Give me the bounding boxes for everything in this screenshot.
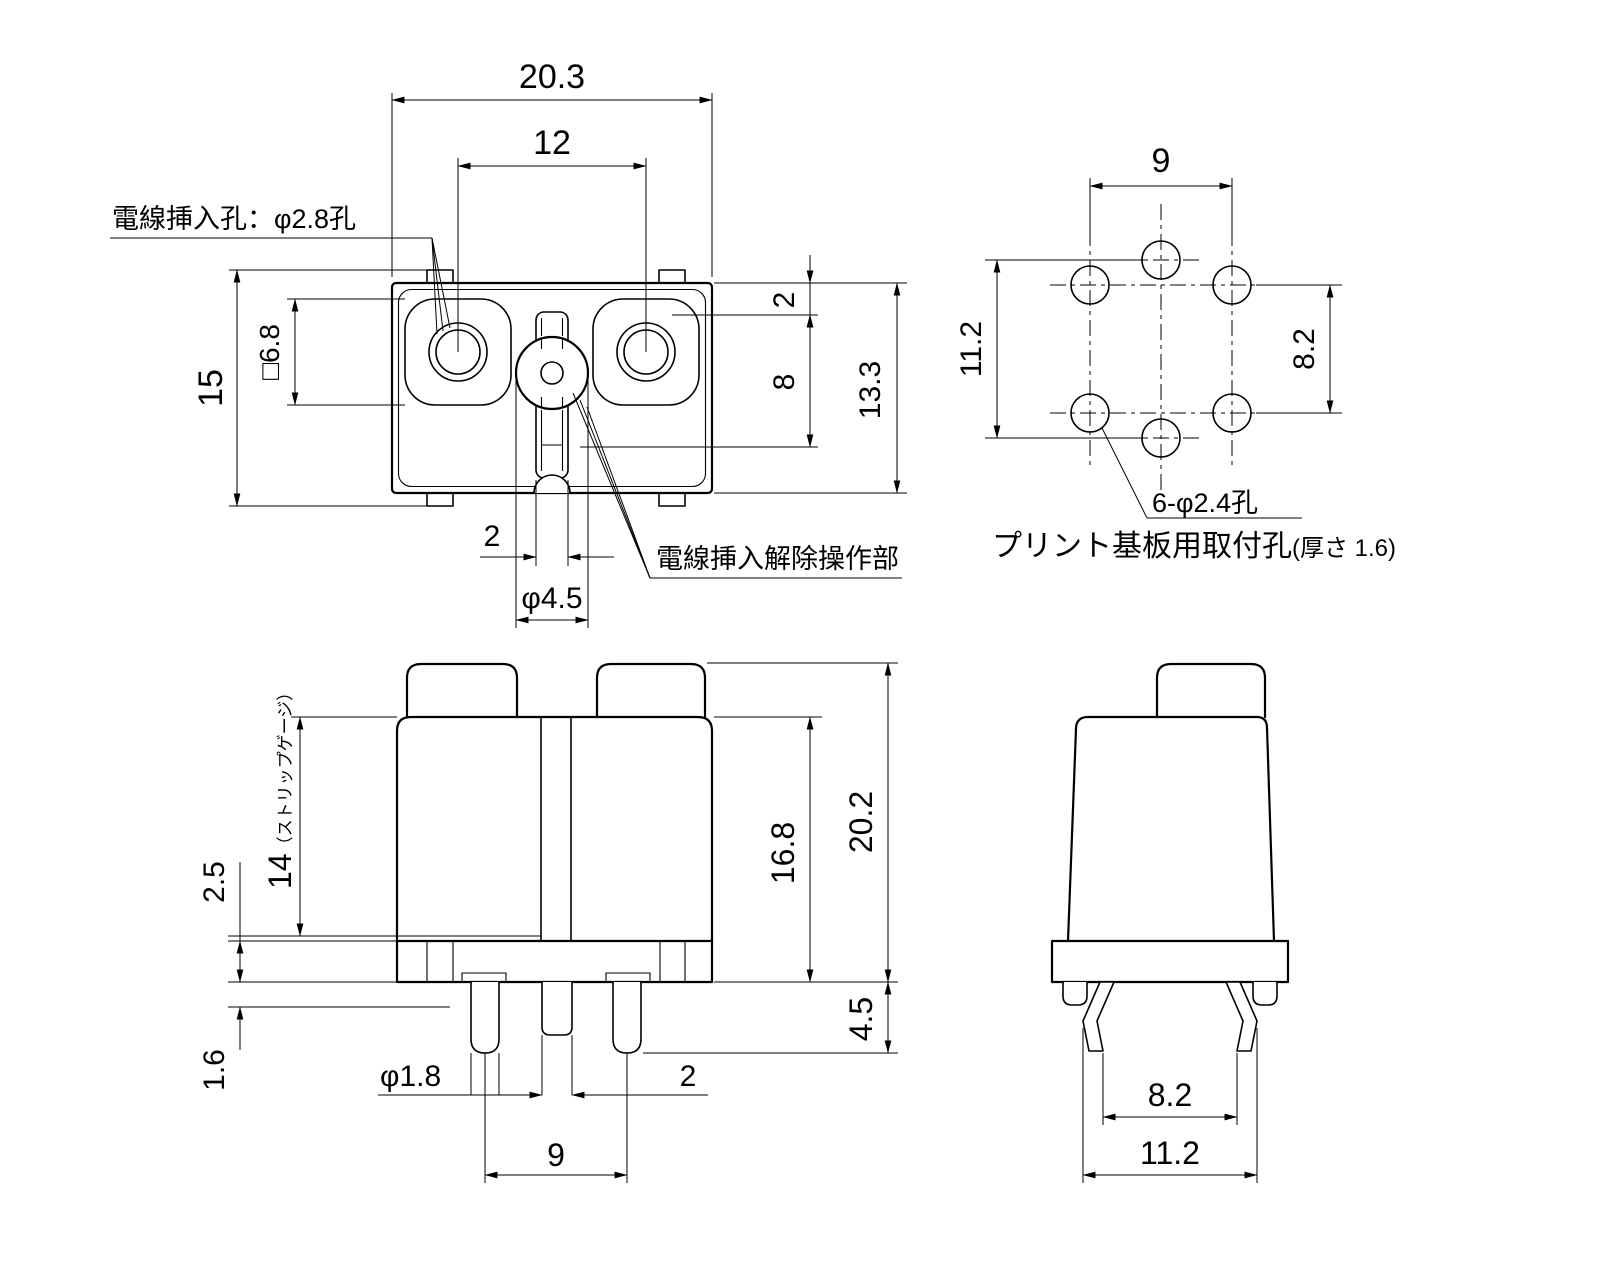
side-view: 8.2 11.2 [1050, 662, 1290, 1183]
dim-center-pin-width-label: 2 [680, 1060, 697, 1093]
dim-center-pin-width: 2 [571, 1060, 708, 1099]
pin-shoulder [605, 972, 651, 982]
pcb-caption-main: プリント基板用取付孔 [992, 530, 1292, 563]
release-callout: 電線挿入解除操作部 [572, 392, 902, 579]
side-cap [1155, 662, 1267, 719]
dim-release-dia: φ4.5 [515, 378, 589, 628]
side-foot-left [1062, 982, 1088, 1006]
front-pin-center [541, 982, 573, 1036]
strip-gauge-note: （ストリップゲージ） [276, 684, 295, 854]
wire-hole-callout: 電線挿入孔：φ2.8孔 [110, 204, 451, 335]
dim-overall-height-label: 15 [192, 369, 230, 407]
pcb-hole-note: 6-φ2.4孔 [1152, 488, 1258, 518]
dim-pin-dia: φ1.8 [378, 1060, 543, 1099]
dim-strip-gauge-label: 14（ストリップゲージ） [262, 684, 298, 889]
side-flange [1050, 939, 1290, 984]
pcb-hole [1070, 393, 1110, 433]
dim-pcb-pitch-x: 9 [1089, 142, 1233, 240]
dim-pcb-pitch-inner: 8.2 [1256, 284, 1342, 414]
dim-pin-length-label: 4.5 [843, 997, 879, 1041]
dim-pin-pitch-label: 9 [547, 1137, 565, 1173]
dim-pcb-pitch-x-label: 9 [1152, 142, 1171, 180]
dim-hole-span: 8 [580, 314, 818, 448]
dim-recess-size: □6.8 [254, 298, 405, 406]
dim-release-dia-label: φ4.5 [521, 582, 582, 615]
dim-pcb-pitch-outer: 11.2 [955, 259, 1148, 439]
dim-total-height: 20.2 [843, 662, 892, 983]
side-foot-right [1252, 982, 1278, 1006]
mount-tab [658, 491, 686, 507]
dim-pcb-pitch-inner-label: 8.2 [1288, 328, 1321, 370]
front-cap-right [595, 662, 707, 719]
pcb-hole-pattern: 9 11.2 8.2 6-φ2.4孔 プリント基板用取付孔(厚さ 1.6) [955, 142, 1396, 563]
dim-total-height-label: 20.2 [843, 791, 879, 853]
dim-overall-width-label: 20.3 [519, 58, 585, 96]
top-view-dimensions: 20.3 12 15 □6.8 2 [110, 58, 907, 628]
dim-flange-thickness: 2.5 [198, 861, 244, 983]
dim-pcb-pitch-outer-label: 11.2 [955, 321, 988, 377]
dim-board-thickness-label: 1.6 [198, 1049, 231, 1091]
pcb-hole [1070, 265, 1110, 305]
side-leg-right [1225, 981, 1258, 1052]
dim-slot-width-label: 2 [484, 520, 501, 553]
bottom-bump [533, 474, 571, 494]
pcb-hole-callout: 6-φ2.4孔 [1101, 427, 1302, 519]
side-body-outline [1066, 715, 1276, 943]
dim-front-body-height: 16.8 [765, 716, 814, 983]
release-button [514, 335, 590, 411]
dim-flange-thickness-label: 2.5 [198, 861, 231, 903]
leader-line [586, 406, 651, 579]
front-pin-left [470, 982, 500, 1054]
dim-pin-length: 4.5 [843, 981, 892, 1054]
leader-line [579, 399, 651, 579]
front-view-dimensions: 14（ストリップゲージ） 2.5 1.6 16.8 20.2 4. [198, 662, 898, 1183]
dim-hole-span-label: 8 [768, 374, 801, 391]
dim-edge-gap-label: 2 [768, 292, 801, 309]
dim-front-body-height-label: 16.8 [765, 822, 801, 884]
leader-line [431, 237, 438, 335]
dim-hole-pitch: 12 [457, 124, 647, 352]
dim-slot-width: 2 [480, 480, 614, 566]
front-flange [395, 939, 714, 984]
dim-pin-pitch: 9 [484, 1137, 628, 1179]
release-label: 電線挿入解除操作部 [656, 544, 899, 574]
leader-line [572, 392, 651, 579]
dim-hole-pitch-label: 12 [533, 124, 571, 162]
dim-strip-gauge: 14（ストリップゲージ） [262, 684, 304, 937]
dim-leg-span-inner-label: 8.2 [1148, 1077, 1192, 1113]
dim-pin-dia-label: φ1.8 [380, 1060, 441, 1093]
leader-line [1101, 427, 1148, 519]
pcb-caption: プリント基板用取付孔(厚さ 1.6) [992, 530, 1396, 563]
pcb-caption-note: (厚さ 1.6) [1292, 535, 1396, 562]
dim-leg-span-outer-label: 11.2 [1140, 1135, 1200, 1171]
dim-overall-width: 20.3 [391, 58, 713, 277]
leader-line [431, 237, 444, 332]
dim-overall-height: 15 [192, 269, 427, 507]
dim-strip-gauge-value: 14 [262, 853, 298, 889]
leader-line [431, 237, 451, 329]
front-cap-left [405, 662, 519, 719]
front-view [228, 662, 714, 1054]
wire-hole-label: 電線挿入孔：φ2.8孔 [112, 204, 356, 234]
pcb-hole [1212, 265, 1252, 305]
release-center-hole [540, 361, 564, 385]
pcb-hole [1212, 393, 1252, 433]
pin-shoulder [461, 972, 507, 982]
dim-leg-span-inner: 8.2 [1102, 1053, 1238, 1125]
front-body-outline [395, 715, 714, 943]
front-pin-right [612, 982, 642, 1054]
dim-board-thickness: 1.6 [198, 1006, 244, 1091]
side-leg-left [1082, 981, 1115, 1052]
dim-body-height: 13.3 [714, 282, 907, 494]
dim-leg-span-outer: 11.2 [1082, 1028, 1258, 1183]
dim-body-height-label: 13.3 [854, 361, 887, 419]
mount-tab [426, 491, 454, 507]
dim-recess-size-label: □6.8 [254, 324, 285, 380]
